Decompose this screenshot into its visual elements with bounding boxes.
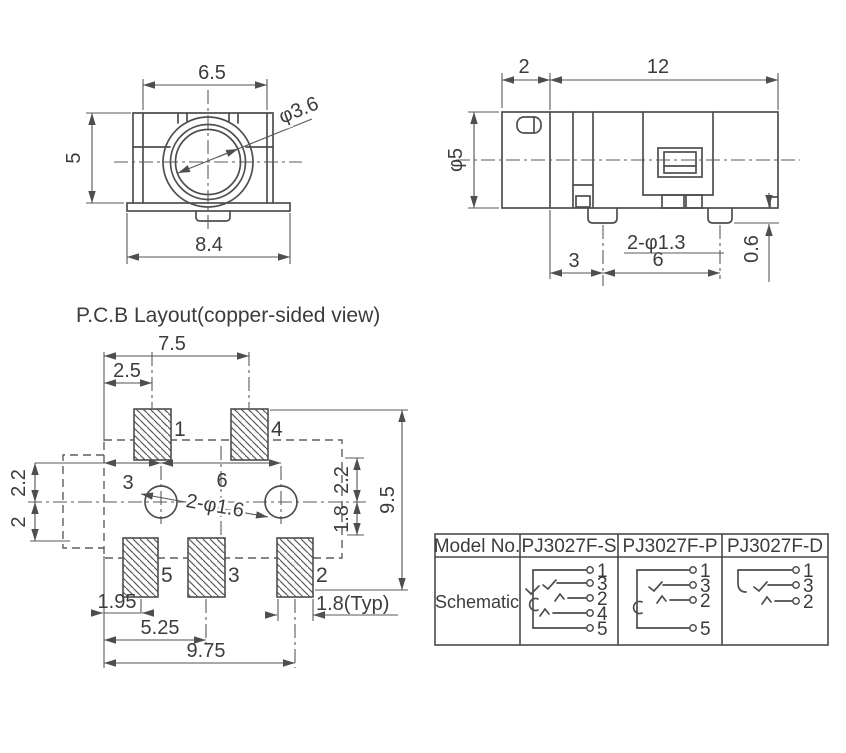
dim-label-side-pin-pitch: 6 [652, 249, 663, 271]
schematic-s-pin-number: 3 [597, 574, 608, 595]
dim-label-pcb-hole-dia: 2-φ1.6 [184, 490, 245, 522]
model-table: Model No. PJ3027F-S PJ3027F-P PJ3027F-D … [434, 533, 829, 646]
pcb-pad-label-3: 3 [228, 564, 240, 587]
schematic-pj3027f-s: 1 3 2 4 5 [525, 561, 608, 640]
dim-label-side-standoff: 0.6 [741, 235, 763, 263]
table-header-pj3027f-p: PJ3027F-P [622, 536, 717, 557]
dim-label-front-top-width: 6.5 [198, 62, 226, 84]
dim-label-pcb-pad2-x: 9.75 [187, 640, 226, 662]
dim-label-pcb-hole1-x: 3 [122, 472, 133, 494]
schematic-p-pin-number: 5 [700, 619, 711, 640]
schematic-p-pin-number: 1 [700, 561, 711, 582]
pcb-pad-2 [276, 537, 314, 598]
dim-label-pcb-pad3-x: 5.25 [141, 617, 180, 639]
dim-label-side-barrel-dia: φ5 [445, 148, 467, 172]
pcb-pad-label-2: 2 [316, 564, 328, 587]
dim-label-pcb-left-top: 2.2 [8, 469, 30, 497]
table-row-label-schematic: Schematic [435, 592, 519, 612]
schematic-s-pin-number: 5 [597, 619, 608, 640]
dim-label-side-cap: 2 [518, 56, 529, 78]
pcb-pad-label-1: 1 [174, 418, 186, 441]
dim-label-pcb-right-bottom: 1.8 [331, 505, 353, 533]
side-pin-1 [587, 207, 618, 224]
schematic-s-pin-number: 2 [597, 589, 608, 610]
dim-label-pcb-hole-pitch: 6 [216, 470, 227, 492]
pcb-pad-3 [187, 537, 226, 598]
schematic-s-pin-number: 1 [597, 561, 608, 582]
table-header-pj3027f-s: PJ3027F-S [521, 536, 616, 557]
dim-label-front-flange-width: 8.4 [195, 234, 223, 256]
dim-label-side-pin1-offset: 3 [568, 250, 579, 272]
pcb-pad-label-4: 4 [271, 418, 283, 441]
dim-label-side-length: 12 [647, 56, 669, 78]
dim-label-pcb-pad4-x: 7.5 [158, 333, 186, 355]
dim-label-front-hole-dia: φ3.6 [276, 93, 322, 129]
side-hook-slot [516, 116, 542, 134]
pcb-layout-drawing: P.C.B Layout(copper-sided view) 1 4 [8, 304, 408, 668]
pcb-pad-4 [230, 408, 269, 461]
table-header-pj3027f-d: PJ3027F-D [727, 536, 823, 557]
dim-label-pcb-left-bottom: 2 [8, 516, 30, 527]
dim-label-pcb-pad5-x: 1.95 [98, 591, 137, 613]
pcb-pad-5 [122, 537, 159, 598]
pcb-pad-1 [133, 408, 172, 461]
front-bottom-tab [195, 210, 231, 222]
schematic-s-pin-number: 4 [597, 604, 608, 625]
schematic-p-pin-number: 3 [700, 576, 711, 597]
schematic-d-pin-number: 3 [803, 576, 814, 597]
pcb-layout-title: P.C.B Layout(copper-sided view) [76, 304, 380, 327]
schematic-d-pin-number: 2 [803, 592, 814, 613]
schematic-p-pin-number: 2 [700, 591, 711, 612]
table-header-model-no: Model No. [434, 536, 521, 557]
side-switch-window [657, 147, 703, 178]
dim-label-pcb-total-height: 9.5 [377, 486, 399, 514]
schematic-pj3027f-p: 1 3 2 5 [632, 561, 711, 640]
side-view-drawing: 2 12 φ5 3 6 2-φ1.3 0.6 [445, 56, 800, 286]
dim-label-pcb-right-top: 2.2 [331, 466, 353, 494]
dim-label-front-height: 5 [63, 152, 85, 163]
dim-label-pcb-pad-width: 1.8(Typ) [316, 593, 389, 615]
pcb-pad-label-5: 5 [161, 564, 173, 587]
front-view-drawing: 6.5 5 8.4 φ3.6 [63, 62, 324, 264]
schematic-d-pin-number: 1 [803, 561, 814, 582]
schematic-pj3027f-d: 1 3 2 [737, 561, 814, 613]
dim-label-pcb-pad1-x: 2.5 [113, 360, 141, 382]
side-pin-2 [707, 207, 733, 224]
dim-label-side-pin-dia: 2-φ1.3 [627, 232, 686, 254]
